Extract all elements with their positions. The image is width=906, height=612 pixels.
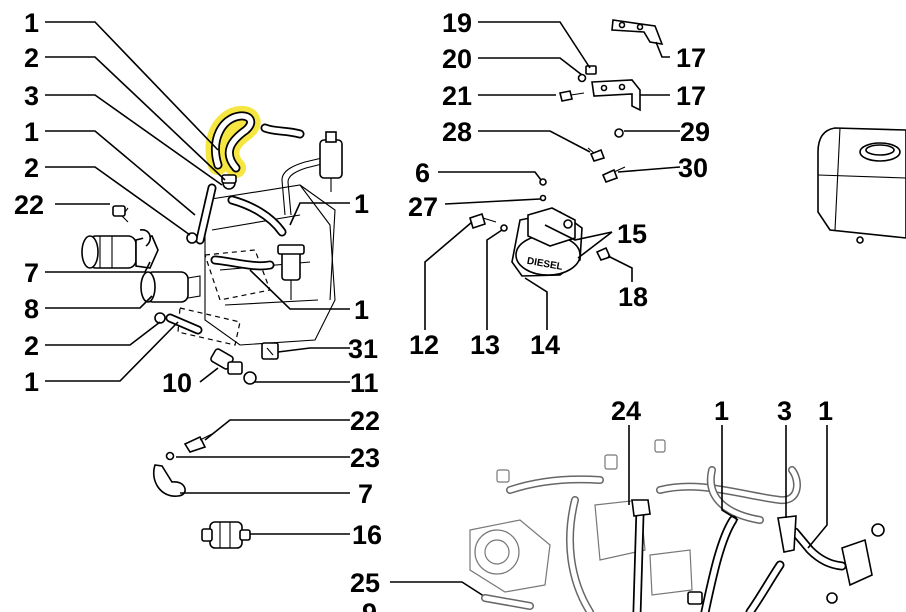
callout-19[interactable]: 19: [442, 8, 472, 38]
callout-27[interactable]: 27: [408, 192, 438, 222]
pipe-1-lower[interactable]: [165, 313, 203, 335]
callout-8[interactable]: 8: [24, 294, 39, 324]
callout-1[interactable]: 1: [24, 8, 39, 38]
callout-29[interactable]: 29: [680, 117, 710, 147]
highlighted-fuel-hose[interactable]: [205, 105, 261, 178]
leader-lines-center: [424, 21, 681, 330]
callout-30[interactable]: 30: [678, 153, 708, 183]
callout-1[interactable]: 1: [24, 117, 39, 147]
callout-28[interactable]: 28: [442, 117, 472, 147]
callout-21[interactable]: 21: [442, 81, 472, 111]
fuel-tank-fitting[interactable]: [277, 244, 305, 300]
callout-2[interactable]: 2: [24, 43, 39, 73]
callout-15[interactable]: 15: [617, 219, 647, 249]
callout-31[interactable]: 31: [348, 334, 378, 364]
callout-6[interactable]: 6: [415, 158, 430, 188]
callout-23[interactable]: 23: [350, 443, 380, 473]
leader-lines-left: [45, 21, 491, 601]
callout-13[interactable]: 13: [470, 330, 500, 360]
callout-1[interactable]: 1: [354, 189, 369, 219]
small-clip-parts[interactable]: [112, 205, 198, 324]
callout-11[interactable]: 11: [350, 368, 379, 398]
electric-fuel-pump[interactable]: [81, 235, 159, 269]
hoses-engine[interactable]: [195, 183, 287, 271]
callout-1[interactable]: 1: [354, 295, 369, 325]
callout-7[interactable]: 7: [358, 479, 373, 509]
callout-22[interactable]: 22: [350, 406, 380, 436]
screws-28-29-30[interactable]: [587, 128, 626, 184]
callout-18[interactable]: 18: [618, 282, 648, 312]
fuel-fitting-10-11[interactable]: [210, 342, 279, 385]
callout-17[interactable]: 17: [676, 43, 706, 73]
callout-16[interactable]: 16: [352, 520, 382, 550]
hose-clamp-3[interactable]: [221, 174, 237, 190]
callout-22[interactable]: 22: [14, 190, 44, 220]
fuel-lift-pump-diesel[interactable]: DIESEL: [511, 207, 583, 277]
callout-2[interactable]: 2: [24, 153, 39, 183]
fuel-tank-partial[interactable]: [817, 127, 906, 244]
short-hose-piece[interactable]: [260, 123, 305, 139]
callout-24[interactable]: 24: [611, 396, 641, 426]
leader-lines-bottom-right: [628, 425, 828, 549]
pump-bolts-12-13-18[interactable]: [469, 212, 612, 261]
callout-2[interactable]: 2: [24, 331, 39, 361]
callout-1[interactable]: 1: [714, 396, 729, 426]
callout-25[interactable]: 25: [350, 568, 380, 598]
electric-fuel-pump-2[interactable]: [140, 271, 201, 303]
mounting-bracket-17-top[interactable]: [611, 19, 664, 46]
loose-parts-22-23-7-16[interactable]: [153, 433, 251, 549]
callout-3[interactable]: 3: [777, 396, 792, 426]
background-assembly-ghost: [469, 439, 801, 612]
callout-labels: 1 2 3 1 2 22 7 8 2 1 1 1 31 10 11 22 23 …: [14, 8, 833, 612]
callout-10[interactable]: 10: [162, 368, 192, 398]
bottom-right-hoses[interactable]: [631, 499, 885, 612]
callout-14[interactable]: 14: [530, 330, 560, 360]
return-pipe-injector[interactable]: [281, 131, 343, 216]
callout-20[interactable]: 20: [442, 44, 472, 74]
callout-1[interactable]: 1: [818, 396, 833, 426]
small-parts-6-27[interactable]: [539, 178, 547, 202]
mounting-bracket-17-lower[interactable]: [591, 79, 641, 112]
callout-1[interactable]: 1: [24, 367, 39, 397]
callout-7[interactable]: 7: [24, 258, 39, 288]
callout-3[interactable]: 3: [24, 81, 39, 111]
callout-12[interactable]: 12: [409, 330, 439, 360]
callout-17[interactable]: 17: [676, 81, 706, 111]
callout-9-cut[interactable]: 9: [362, 598, 377, 612]
